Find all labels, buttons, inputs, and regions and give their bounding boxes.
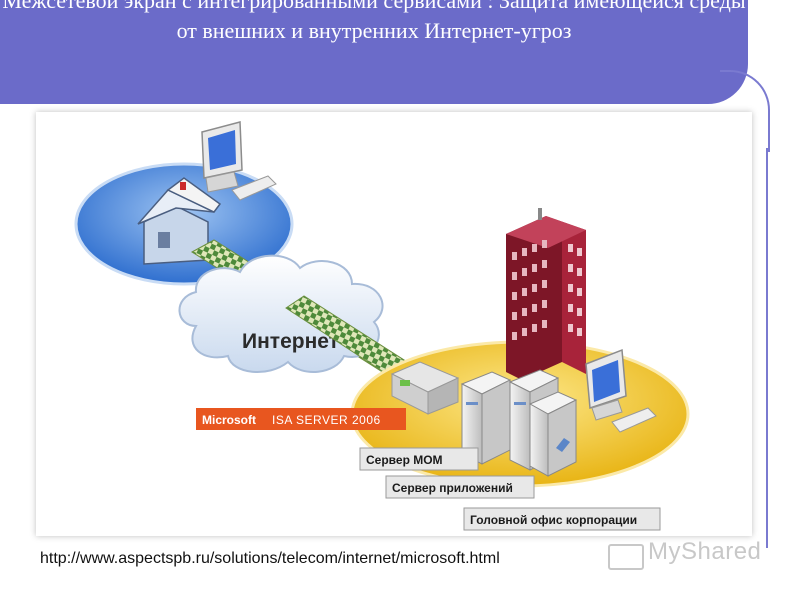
office-tower-icon	[506, 208, 586, 380]
home-house-icon	[137, 177, 222, 265]
watermark-text: MyShared	[648, 538, 762, 565]
source-url[interactable]: http://www.aspectspb.ru/solutions/teleco…	[40, 550, 500, 567]
server-mom-icon	[460, 371, 512, 465]
server-third-icon	[528, 391, 578, 477]
presentation-icon	[608, 544, 644, 570]
watermark: MyShared	[608, 538, 768, 570]
network-diagram: Интернет	[74, 121, 690, 531]
isa-microsoft-text: Microsoft	[202, 413, 256, 427]
head-office-label: Головной офис корпорации	[470, 513, 637, 527]
internet-cloud-label: Интернет	[242, 330, 339, 353]
slide-title: Межсетевой экран с интегрированными серв…	[2, 0, 746, 43]
internet-cloud	[178, 254, 384, 374]
isa-firewall-appliance	[390, 361, 460, 415]
header-divider	[0, 104, 706, 107]
office-computer-icon	[585, 348, 657, 433]
server-mom-label-box	[359, 447, 479, 471]
slide-header: Межсетевой экран с интегрированными серв…	[0, 0, 748, 104]
slide-decor-line	[766, 148, 768, 548]
server-apps-label-box	[385, 475, 535, 499]
home-computer-icon	[201, 121, 277, 201]
isa-server-label: Microsoft ISA SERVER 2006	[196, 408, 406, 430]
isa-product-text: ISA SERVER 2006	[272, 413, 381, 427]
server-apps-label: Сервер приложений	[392, 481, 513, 495]
head-office-label-box	[463, 507, 661, 531]
server-mom-label: Сервер MOM	[366, 453, 443, 467]
